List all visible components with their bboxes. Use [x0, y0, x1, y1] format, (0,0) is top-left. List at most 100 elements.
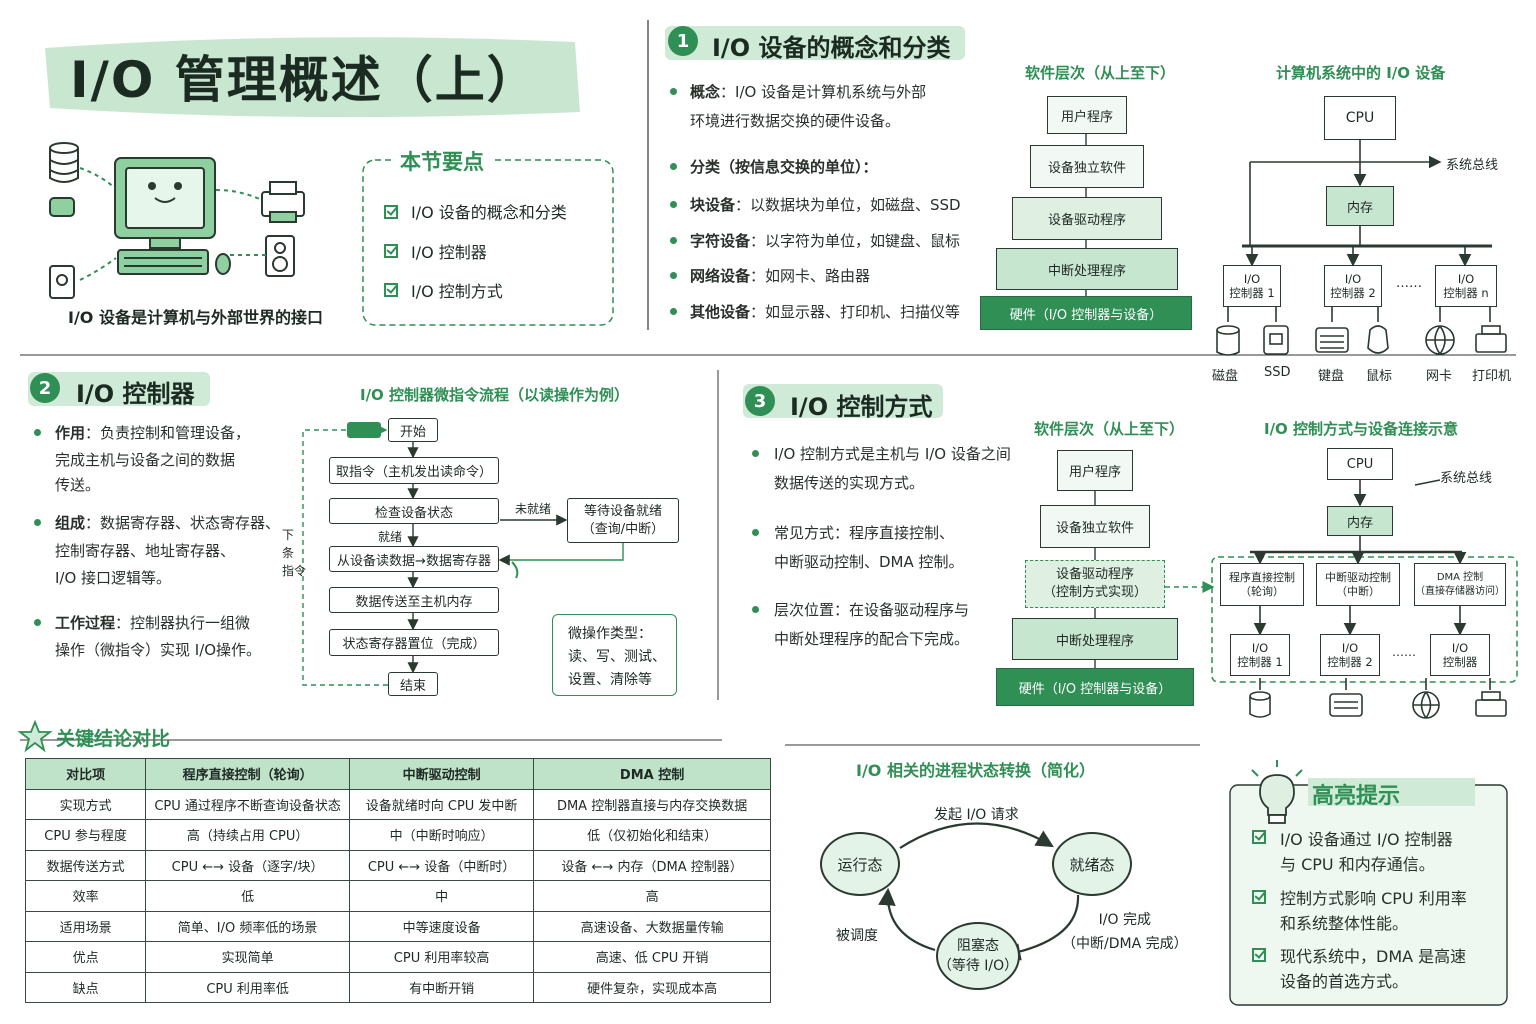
device-icons	[1216, 325, 1507, 356]
bullet-icon	[752, 450, 759, 457]
table-cell: 适用场景	[24, 910, 147, 942]
table-cell: CPU ←→ 设备（逐字/块）	[145, 849, 351, 881]
layer-interrupt-handler: 中断处理程序	[996, 248, 1178, 290]
flow-fetch: 取指令（主机发出读命令）	[329, 457, 499, 484]
micro-ops-box	[552, 614, 677, 696]
table-cell: 中（中断时响应）	[349, 819, 535, 851]
layer-user-program: 用户程序	[1047, 96, 1127, 134]
tip-1b: 与 CPU 和内存通信。	[1280, 855, 1435, 874]
table-row: 效率低中高	[24, 880, 771, 912]
table-cell: 高速设备、大数据量传输	[533, 910, 771, 942]
layer-user-program-2: 用户程序	[1057, 450, 1133, 491]
controller-1: I/O 控制器 1	[1223, 265, 1281, 307]
section3-title: I/O 控制方式	[790, 393, 933, 421]
mode-interrupt: 中断驱动控制 （中断）	[1316, 563, 1400, 606]
device-class-item: 字符设备：以字符为单位，如键盘、鼠标	[690, 232, 961, 250]
bullet-icon	[670, 201, 677, 208]
concept-line-2: 环境进行数据交换的硬件设备。	[690, 112, 901, 130]
bullet-icon	[670, 237, 677, 244]
controller-2-b: I/O 控制器 2	[1320, 634, 1380, 676]
device-label: SSD	[1264, 365, 1291, 380]
tip-3b: 设备的首选方式。	[1280, 972, 1409, 991]
layers-title-2: 软件层次（从上至下）	[1034, 420, 1185, 438]
check-icon	[384, 205, 398, 219]
layer-device-independent: 设备独立软件	[1030, 145, 1144, 188]
micro-ops-title: 微操作类型：	[568, 626, 652, 642]
bullet-icon	[670, 272, 677, 279]
table-cell: 实现简单	[145, 941, 351, 973]
flow-start: 开始	[388, 418, 438, 442]
mode-dma: DMA 控制 （直接存储器访问）	[1414, 563, 1506, 606]
section2-number: 2	[30, 373, 60, 403]
bullet-icon	[670, 308, 677, 315]
section3-number: 3	[745, 386, 775, 416]
work-line-2: 操作（微指令）实现 I/O操作。	[55, 641, 262, 659]
comp-line-3: I/O 接口逻辑等。	[55, 569, 172, 587]
tip-2b: 和系统整体性能。	[1280, 914, 1409, 933]
table-cell: 优点	[24, 941, 147, 973]
layer-device-driver-2: 设备驱动程序 （控制方式实现）	[1025, 560, 1165, 608]
table-cell: 简单、I/O 频率低的场景	[145, 910, 351, 942]
key-point-2: I/O 控制器	[411, 243, 487, 262]
table-cell: 硬件复杂，实现成本高	[533, 971, 771, 1003]
mode-line-3a: 层次位置：在设备驱动程序与	[774, 601, 970, 619]
check-icon	[384, 244, 398, 258]
table-cell: 设备 ←→ 内存（DMA 控制器）	[533, 849, 771, 881]
tip-3a: 现代系统中，DMA 是高速	[1280, 947, 1467, 966]
device-class-item: 网络设备：如网卡、路由器	[690, 267, 871, 285]
key-points-title: 本节要点	[392, 146, 492, 176]
table-cell: CPU 利用率低	[145, 971, 351, 1003]
table-cell: 高	[533, 880, 771, 912]
layer-hardware-2: 硬件（I/O 控制器与设备）	[996, 668, 1194, 706]
transition-scheduled: 被调度	[836, 928, 878, 944]
classify-title: 分类（按信息交换的单位）：	[690, 158, 878, 176]
table-cell: CPU 参与程度	[24, 819, 147, 851]
controller-n-b: I/O 控制器	[1430, 634, 1490, 676]
table-cell: 中	[349, 880, 535, 912]
table-header: 中断驱动控制	[349, 758, 535, 790]
device-class-item: 其他设备：如显示器、打印机、扫描仪等	[690, 303, 961, 321]
ellipsis: ……	[1396, 276, 1422, 291]
table-cell: 数据传送方式	[24, 849, 147, 881]
tip-1a: I/O 设备通过 I/O 控制器	[1280, 830, 1453, 849]
tip-2a: 控制方式影响 CPU 利用率	[1280, 889, 1467, 908]
micro-ops-line-2: 设置、清除等	[568, 672, 652, 688]
mode-line-2b: 中断驱动控制、DMA 控制。	[774, 553, 964, 571]
key-point-3: I/O 控制方式	[411, 282, 503, 301]
flow-read: 从设备读数据→数据寄存器	[329, 546, 499, 572]
layer-interrupt-handler-2: 中断处理程序	[1012, 618, 1178, 660]
mode-line-1a: I/O 控制方式是主机与 I/O 设备之间	[774, 445, 1011, 463]
section3-highlight	[743, 384, 943, 418]
layer-hardware: 硬件（I/O 控制器与设备）	[980, 296, 1192, 330]
table-cell: 缺点	[24, 971, 147, 1003]
section1-number: 1	[668, 26, 698, 56]
flow-end: 结束	[388, 672, 438, 696]
bullet-icon	[752, 606, 759, 613]
transition-complete: I/O 完成 （中断/DMA 完成）	[1062, 912, 1188, 952]
table-header: 程序直接控制（轮询）	[145, 758, 351, 790]
device-label: 鼠标	[1366, 369, 1393, 384]
controller-2: I/O 控制器 2	[1324, 265, 1382, 307]
role-line-3: 传送。	[55, 476, 101, 494]
device-label: 键盘	[1318, 369, 1345, 384]
bus-label-2: 系统总线	[1440, 471, 1493, 486]
tips-title: 高亮提示	[1312, 784, 1401, 809]
table-header: DMA 控制	[533, 758, 771, 790]
process-states-title: I/O 相关的进程状态转换（简化）	[856, 761, 1095, 780]
section1-highlight	[665, 26, 965, 60]
page-title: I/O 管理概述（上）	[70, 51, 539, 109]
table-header: 对比项	[24, 758, 147, 790]
check-icon	[1252, 890, 1266, 904]
flow-check: 检查设备状态	[329, 498, 499, 524]
lightbulb-drawing	[1259, 774, 1295, 824]
flow-ready: 就绪	[378, 530, 403, 544]
table-cell: 低	[145, 880, 351, 912]
bullet-icon	[670, 163, 677, 170]
device-label: 磁盘	[1212, 369, 1239, 384]
intro-caption: I/O 设备是计算机与外部世界的接口	[68, 308, 323, 327]
check-icon	[1252, 830, 1266, 844]
